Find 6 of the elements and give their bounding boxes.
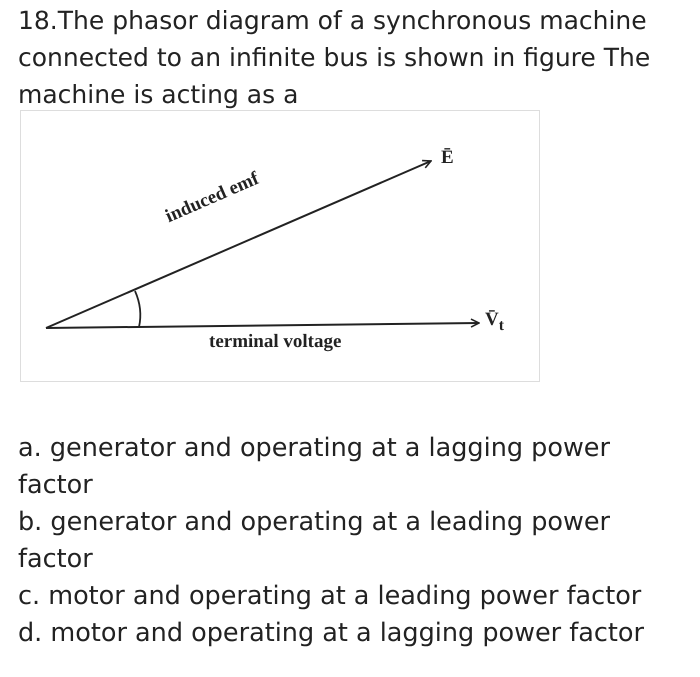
phasor-symbol: V̄$_{t}$ <box>485 309 504 335</box>
question-text: 18.The phasor diagram of a synchronous machine connected to an infinite bus is shown in figure The machine is acting as a <box>18 5 652 111</box>
phasor-symbol: Ē <box>441 147 454 169</box>
answer-option: d. motor and operating at a lagging power factor <box>18 615 688 652</box>
vector-label: terminal voltage <box>209 331 342 353</box>
answer-option: c. motor and operating at a leading power factor <box>18 578 688 615</box>
